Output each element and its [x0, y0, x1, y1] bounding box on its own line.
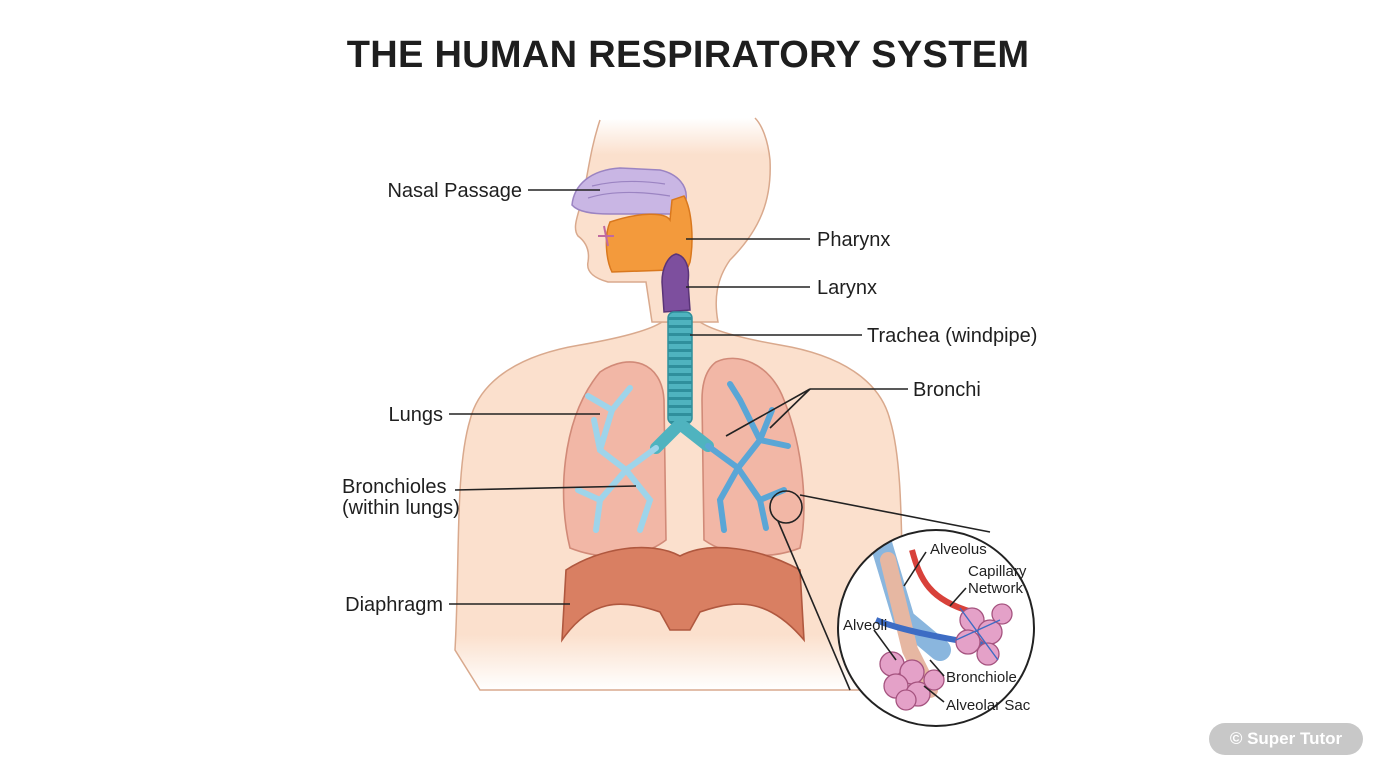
nasal-passage-shape: [571, 167, 687, 215]
label-trachea: Trachea (windpipe): [867, 325, 1037, 347]
label-alveolar-sac: Alveolar Sac: [946, 697, 1031, 714]
right-bronchial-tree: [705, 381, 791, 533]
label-lungs: Lungs: [389, 404, 444, 426]
diaphragm-shape: [561, 546, 805, 643]
label-bronchioles-sub: (within lungs): [342, 497, 460, 519]
label-capillary-network: Network: [968, 580, 1024, 597]
larynx-shape: [661, 253, 691, 313]
label-capillary: Capillary: [968, 563, 1027, 580]
label-alveoli: Alveoli: [843, 617, 887, 634]
label-bronchi: Bronchi: [913, 379, 981, 401]
label-larynx: Larynx: [817, 277, 877, 299]
label-bronchiole: Bronchiole: [946, 669, 1017, 686]
page-title: THE HUMAN RESPIRATORY SYSTEM: [346, 34, 1030, 76]
zoom-marker: [769, 490, 803, 524]
label-diaphragm: Diaphragm: [345, 594, 443, 616]
watermark-badge: © Super Tutor: [1209, 723, 1363, 755]
label-nasal-passage: Nasal Passage: [387, 180, 522, 202]
label-alveolus: Alveolus: [930, 541, 987, 558]
right-lung: [701, 357, 805, 557]
alveoli-inset: [838, 530, 1034, 726]
left-bronchial-tree: [575, 385, 659, 533]
trachea-shape: [667, 311, 693, 425]
label-pharynx: Pharynx: [817, 229, 890, 251]
label-bronchioles: Bronchioles: [342, 476, 447, 498]
